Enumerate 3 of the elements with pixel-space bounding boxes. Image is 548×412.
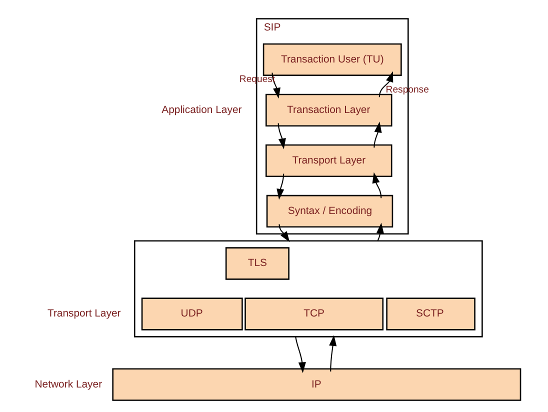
label: Transport Layer (47, 308, 121, 320)
label: Application Layer (162, 104, 242, 116)
label: Network Layer (34, 379, 102, 390)
